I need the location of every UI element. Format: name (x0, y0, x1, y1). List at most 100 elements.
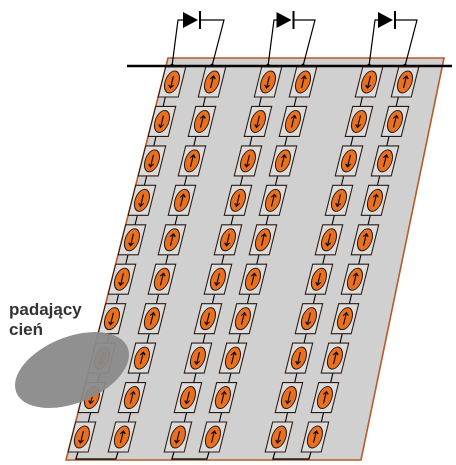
solar-cell (203, 263, 233, 295)
diode-lead (396, 19, 418, 67)
arrow-icon (356, 115, 362, 128)
arrow-icon (199, 115, 205, 128)
solar-cell (340, 263, 370, 295)
solar-cell (258, 184, 288, 216)
arrow-icon (250, 273, 256, 286)
arrow-head-icon (352, 272, 359, 277)
arrow-head-icon (209, 75, 216, 80)
arrow-icon (139, 194, 145, 207)
solar-cell (304, 263, 334, 295)
diode-lead (294, 19, 316, 67)
diode-lead (201, 19, 225, 67)
solar-cell (167, 184, 197, 216)
solar-cell (350, 224, 380, 256)
arrow-head-icon (325, 242, 332, 247)
solar-cell (354, 66, 384, 98)
arrow-icon (149, 312, 154, 325)
arrow-icon (342, 312, 347, 325)
arrow-icon (270, 194, 276, 207)
arrow-head-icon (234, 202, 241, 208)
arrow-icon (169, 76, 175, 88)
arrow-icon (265, 76, 271, 88)
solar-cell (183, 342, 213, 374)
arrow-head-icon (355, 124, 362, 129)
arrow-head-icon (250, 272, 257, 277)
arrow-icon (235, 194, 241, 207)
arrow-icon (296, 352, 301, 365)
arrow-head-icon (88, 400, 95, 405)
solar-cell (213, 224, 243, 256)
solar-cell (243, 105, 273, 137)
arrow-icon (372, 194, 378, 207)
arrow-icon (79, 431, 84, 443)
solar-cell (107, 421, 137, 453)
arrow-head-icon (224, 242, 231, 247)
bottom-link (75, 448, 120, 460)
arrow-head-icon (214, 281, 221, 287)
arrow-icon (195, 352, 200, 365)
arrow-head-icon (118, 281, 125, 287)
arrow-icon (230, 352, 235, 365)
solar-cell (127, 184, 157, 216)
arrow-icon (225, 233, 231, 246)
solar-cell (198, 421, 228, 453)
solar-cell (310, 382, 340, 414)
arrow-icon (392, 115, 398, 128)
arrow-icon (326, 233, 332, 246)
arrow-icon (119, 273, 125, 286)
arrow-head-icon (332, 351, 339, 356)
shadow-label: padający cień (9, 300, 82, 340)
diode-icon (276, 12, 292, 28)
arrow-head-icon (290, 114, 297, 119)
arrow-icon (336, 194, 342, 207)
solar-cell (320, 342, 350, 374)
arrow-icon (139, 352, 144, 365)
bottom-link (272, 448, 313, 460)
solar-cell (193, 303, 223, 335)
solar-cell (360, 184, 390, 216)
solar-cell (97, 303, 127, 335)
arrow-head-icon (365, 84, 372, 89)
solar-cell (163, 421, 193, 453)
arrow-icon (255, 115, 261, 128)
arrow-head-icon (194, 360, 201, 365)
arrow-icon (280, 154, 286, 167)
diode-lead (171, 19, 183, 67)
arrow-head-icon (254, 124, 261, 129)
arrow-icon (185, 391, 190, 404)
arrow-icon (300, 76, 306, 88)
solar-cell (107, 263, 137, 295)
solar-cell (248, 224, 278, 256)
arrow-head-icon (210, 430, 217, 435)
arrow-head-icon (260, 232, 267, 238)
arrow-head-icon (264, 84, 271, 89)
arrow-icon (366, 76, 372, 88)
solar-cell (117, 382, 147, 414)
arrow-icon (169, 233, 175, 246)
arrow-head-icon (280, 154, 287, 159)
arrow-icon (352, 273, 358, 286)
arrow-icon (149, 154, 155, 167)
solar-cell (284, 342, 314, 374)
shadow-label-line1: padający (9, 300, 82, 319)
arrow-head-icon (138, 202, 145, 208)
arrow-head-icon (275, 439, 282, 444)
solar-cell (197, 66, 227, 98)
solar-cell (288, 66, 318, 98)
arrow-head-icon (108, 321, 115, 326)
solar-cell (238, 263, 268, 295)
arrow-icon (402, 76, 408, 88)
arrow-head-icon (230, 351, 237, 356)
solar-cell (300, 421, 330, 453)
arrow-head-icon (295, 360, 302, 365)
arrow-icon (179, 194, 185, 207)
arrow-head-icon (285, 400, 292, 405)
solar-cell (127, 342, 157, 374)
arrow-icon (175, 431, 180, 443)
solar-cell (380, 105, 410, 137)
arrow-icon (306, 312, 311, 325)
arrow-head-icon (119, 430, 126, 435)
solar-cell (137, 303, 167, 335)
arrow-icon (316, 273, 322, 286)
